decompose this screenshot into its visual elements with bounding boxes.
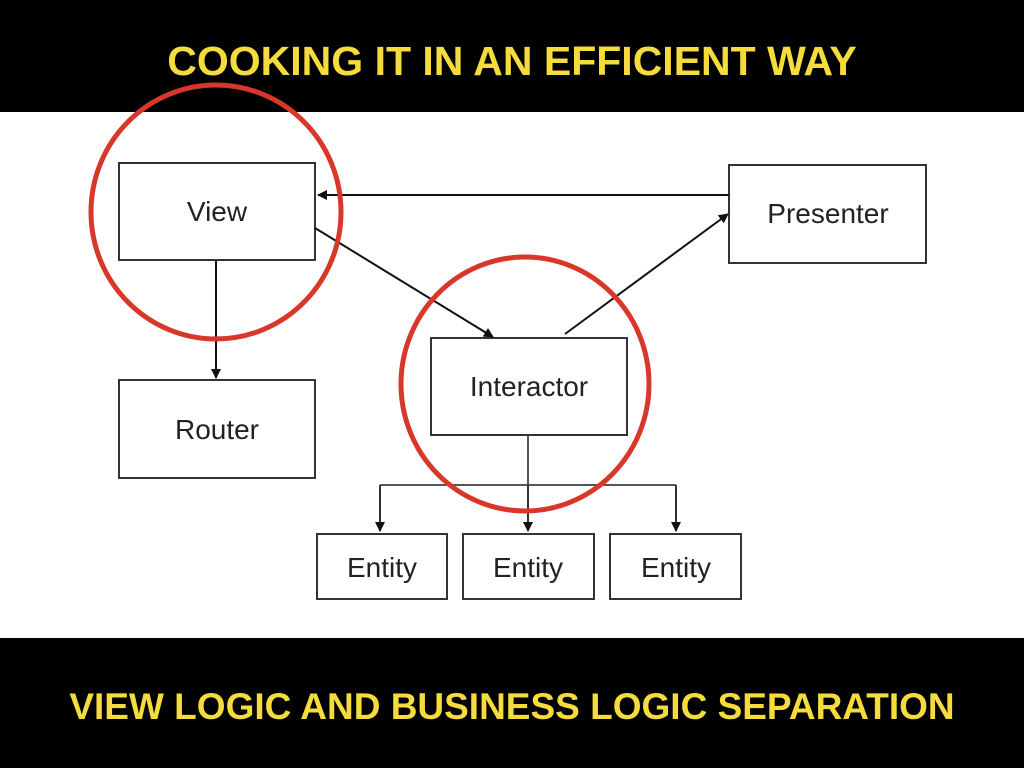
entity-node-1: Entity bbox=[316, 533, 448, 600]
highlight-circle-view bbox=[88, 82, 344, 342]
entity-box-1 bbox=[316, 533, 448, 600]
view-label: View bbox=[187, 196, 248, 227]
slide-caption: VIEW LOGIC AND BUSINESS LOGIC SEPARATION bbox=[69, 686, 955, 727]
slide-title: COOKING IT IN AN EFFICIENT WAY bbox=[167, 38, 857, 84]
router-box bbox=[118, 379, 316, 479]
presenter-node: Presenter bbox=[728, 164, 927, 264]
entity-label-3: Entity bbox=[641, 552, 711, 583]
presenter-label: Presenter bbox=[767, 198, 888, 229]
entity-label-1: Entity bbox=[347, 552, 417, 583]
view-node: View bbox=[118, 162, 316, 261]
router-label: Router bbox=[175, 414, 259, 445]
router-node: Router bbox=[118, 379, 316, 479]
arrow-view-to-interactor bbox=[314, 227, 494, 338]
entity-box-2 bbox=[462, 533, 595, 600]
interactor-node: Interactor bbox=[430, 337, 628, 436]
presenter-box bbox=[728, 164, 927, 264]
highlight-circle-interactor bbox=[398, 254, 652, 514]
entity-node-3: Entity bbox=[609, 533, 742, 600]
arrow-interactor-to-presenter bbox=[564, 213, 729, 335]
entity-box-3 bbox=[609, 533, 742, 600]
view-box bbox=[118, 162, 316, 261]
entity-label-2: Entity bbox=[493, 552, 563, 583]
interactor-box bbox=[430, 337, 628, 436]
interactor-label: Interactor bbox=[470, 371, 588, 402]
entity-node-2: Entity bbox=[462, 533, 595, 600]
connector-interactor-to-entities bbox=[375, 435, 681, 532]
